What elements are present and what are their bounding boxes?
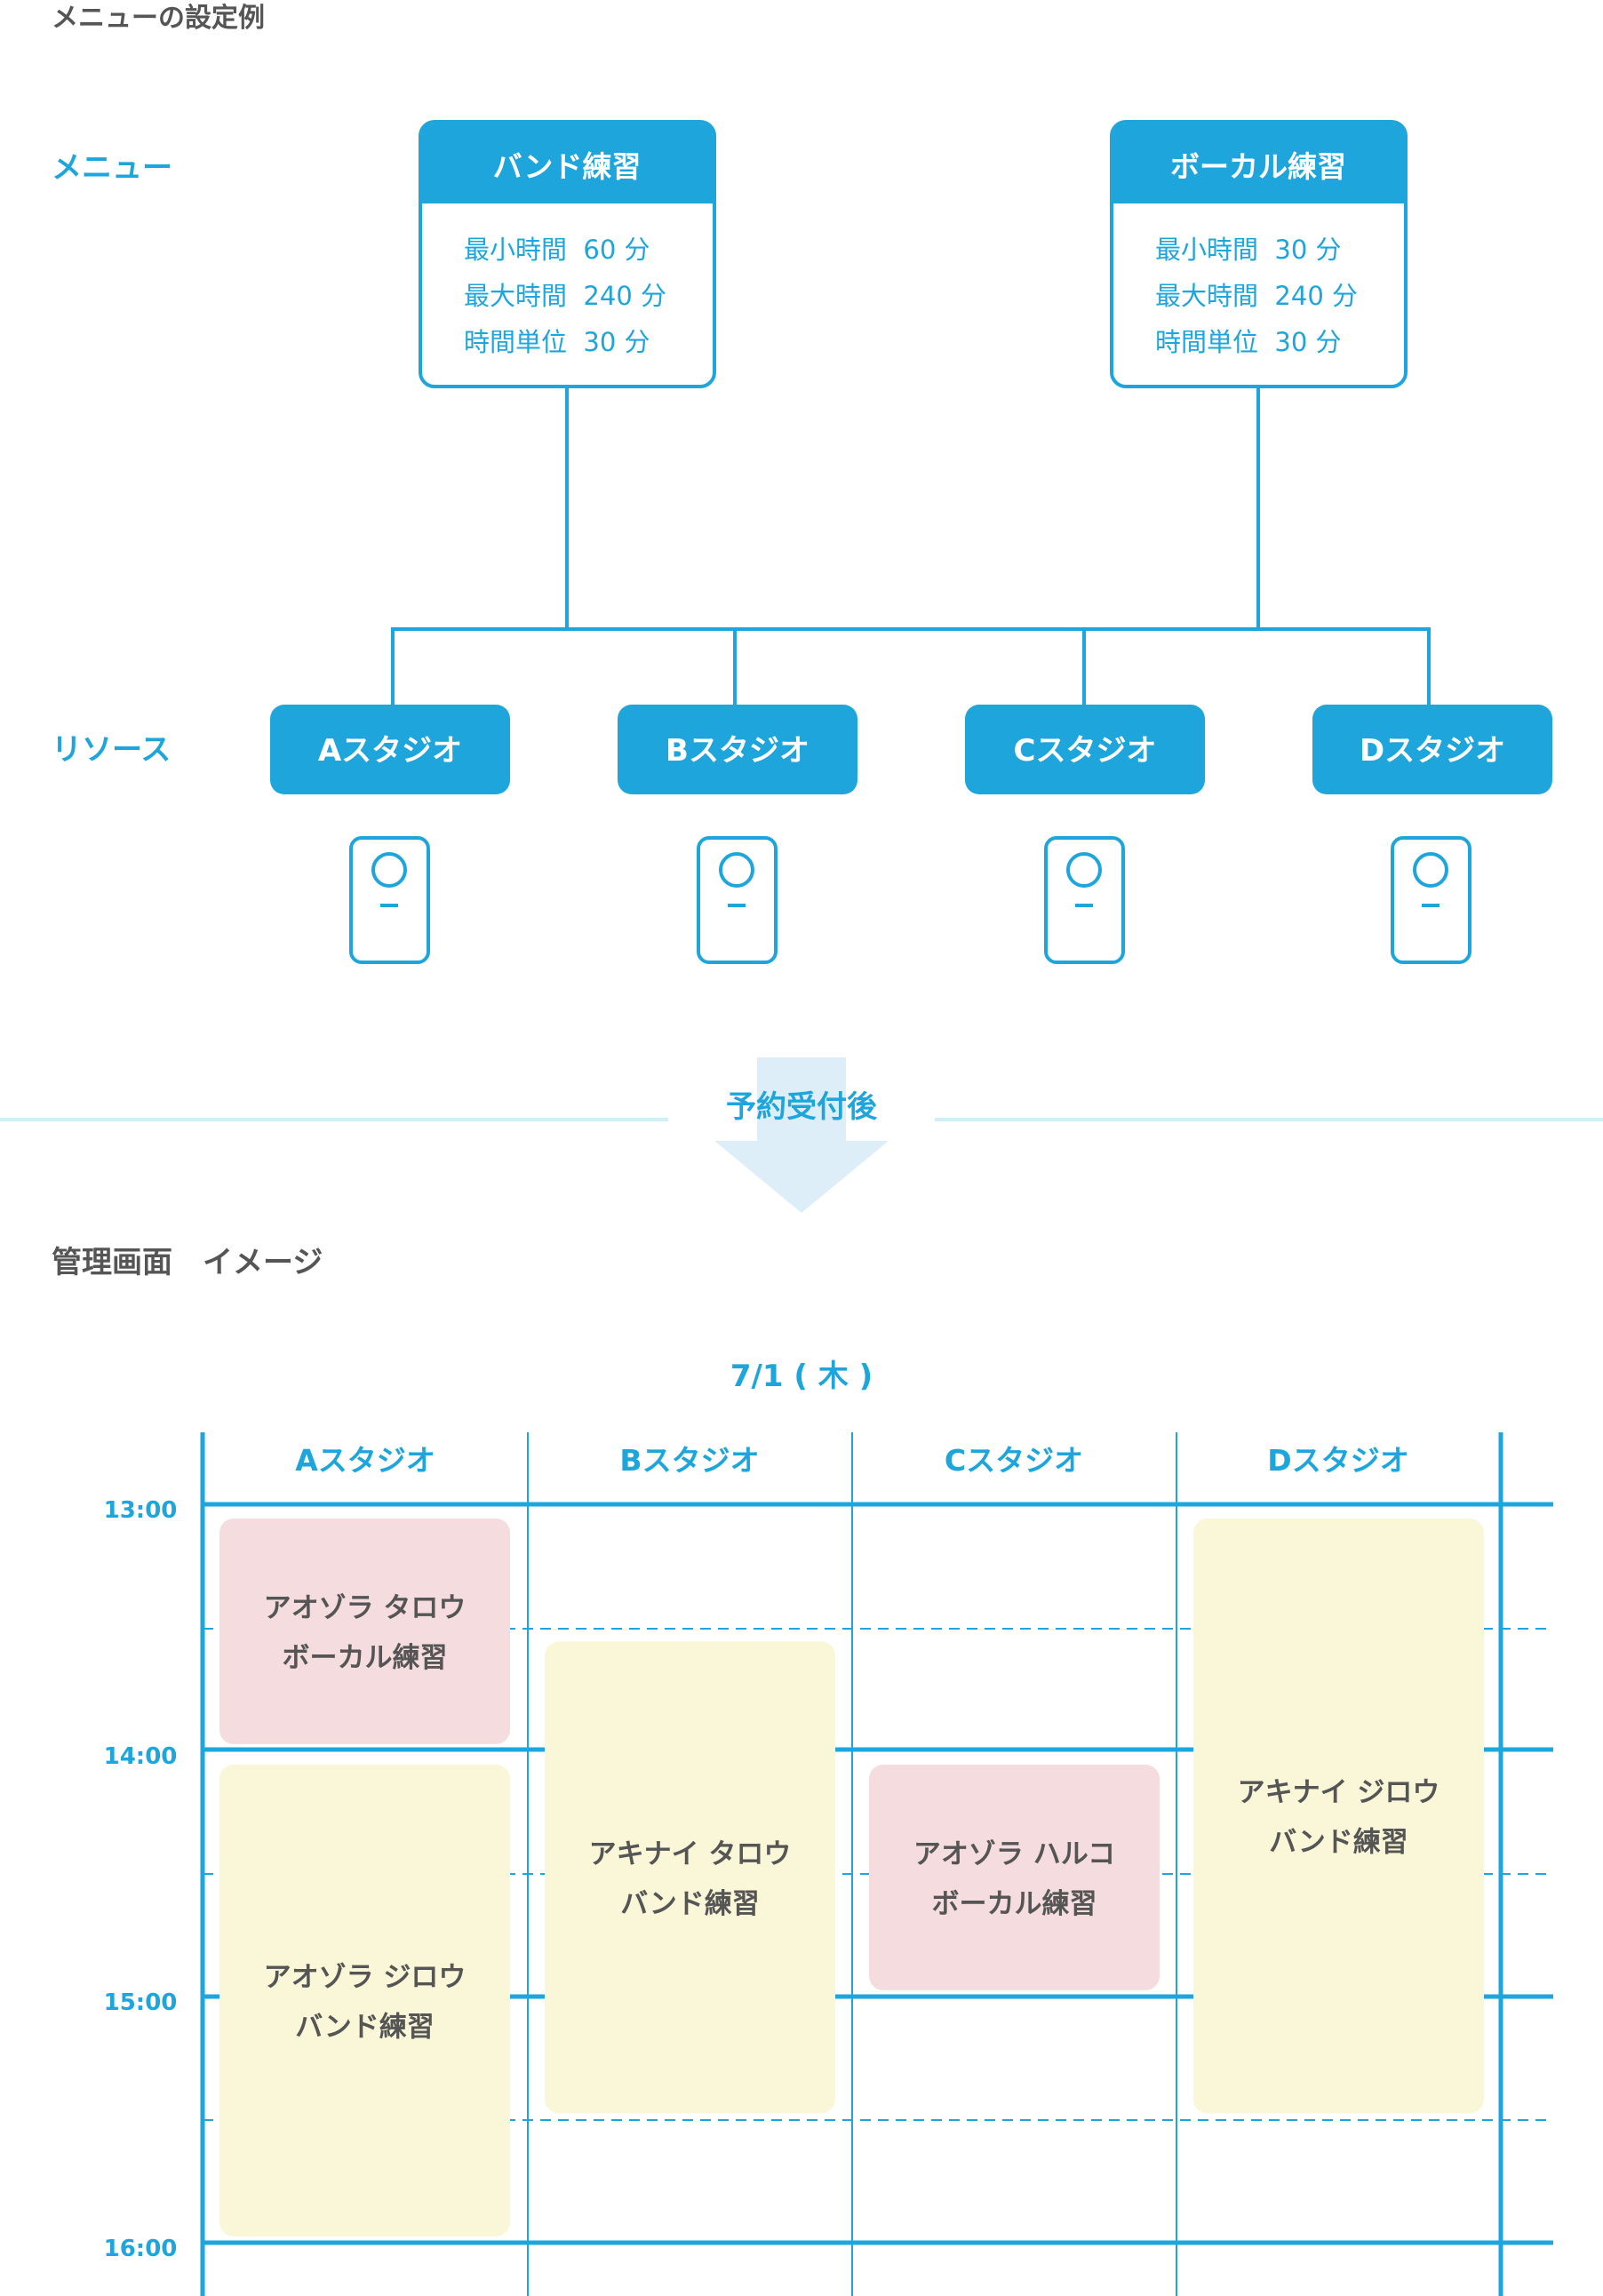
resource-d: Dスタジオ — [1312, 705, 1552, 794]
menu-detail-min: 最小時間 30 分 — [1155, 235, 1342, 265]
booking-customer-name: アオゾラ ジロウ — [264, 1961, 467, 1993]
menu-card-title: ボーカル練習 — [1170, 149, 1346, 184]
phone-icon — [697, 836, 778, 964]
resource-label: Cスタジオ — [1014, 733, 1157, 769]
booking-customer-name: アオゾラ ハルコ — [913, 1838, 1115, 1870]
menu-card-band: バンド練習 最小時間 60 分 最大時間 240 分 時間単位 30 分 — [419, 120, 716, 388]
menu-detail-max: 最大時間 240 分 — [464, 281, 666, 311]
booking-background — [545, 1641, 835, 2114]
booking-background — [869, 1765, 1160, 1990]
booking-background — [219, 1519, 510, 1744]
row-label-menu: メニュー — [52, 150, 172, 186]
time-label: 15:00 — [104, 1989, 178, 2016]
booking-background — [219, 1765, 510, 2236]
booking-menu-name: バンド練習 — [620, 1888, 760, 1920]
booking-menu-name: バンド練習 — [295, 2011, 435, 2043]
menu-detail-min: 最小時間 60 分 — [464, 235, 650, 265]
transition-label: 予約受付後 — [726, 1089, 878, 1125]
resource-label: Aスタジオ — [318, 733, 462, 769]
booking-customer-name: アキナイ タロウ — [589, 1838, 792, 1870]
resource-c: Cスタジオ — [965, 705, 1205, 794]
menu-detail-unit: 時間単位 30 分 — [1155, 327, 1342, 357]
phone-icon — [1044, 836, 1125, 964]
resource-label: Dスタジオ — [1360, 733, 1505, 769]
resource-a: Aスタジオ — [270, 705, 510, 794]
booking-block[interactable]: アオゾラ ジロウ バンド練習 — [219, 1765, 510, 2236]
menu-detail-max: 最大時間 240 分 — [1155, 281, 1358, 311]
phone-icon — [349, 836, 430, 964]
column-header-b: Bスタジオ — [619, 1443, 759, 1478]
row-label-resource: リソース — [52, 732, 171, 768]
booking-customer-name: アオゾラ タロウ — [264, 1592, 467, 1624]
column-header-a: Aスタジオ — [295, 1443, 435, 1478]
menu-card-vocal: ボーカル練習 最小時間 30 分 最大時間 240 分 時間単位 30 分 — [1110, 120, 1408, 388]
arrow-down-icon — [714, 1057, 889, 1213]
booking-background — [1193, 1519, 1484, 2114]
column-header-c: Cスタジオ — [945, 1443, 1083, 1478]
tree-connectors — [391, 387, 1431, 706]
time-label: 16:00 — [104, 2236, 178, 2262]
booking-menu-name: ボーカル練習 — [283, 1642, 448, 1674]
booking-block[interactable]: アキナイ タロウ バンド練習 — [545, 1641, 835, 2114]
booking-menu-name: バンド練習 — [1269, 1827, 1408, 1859]
booking-block[interactable]: アキナイ ジロウ バンド練習 — [1193, 1519, 1484, 2114]
resource-label: Bスタジオ — [666, 733, 809, 769]
booking-customer-name: アキナイ ジロウ — [1238, 1777, 1440, 1809]
section-title-menu-example: メニューの設定例 — [52, 3, 265, 34]
phone-icon — [1391, 836, 1471, 964]
column-header-d: Dスタジオ — [1267, 1443, 1408, 1478]
resource-b: Bスタジオ — [618, 705, 857, 794]
booking-block[interactable]: アオゾラ タロウ ボーカル練習 — [219, 1519, 510, 1744]
booking-block[interactable]: アオゾラ ハルコ ボーカル練習 — [869, 1765, 1160, 1990]
time-label: 14:00 — [104, 1743, 178, 1770]
schedule-date: 7/1 ( 木 ) — [730, 1359, 873, 1394]
booking-menu-name: ボーカル練習 — [932, 1888, 1097, 1920]
menu-detail-unit: 時間単位 30 分 — [464, 327, 650, 357]
time-label: 13:00 — [104, 1497, 178, 1524]
menu-card-title: バンド練習 — [493, 149, 642, 184]
section-title-admin: 管理画面 イメージ — [52, 1245, 323, 1280]
